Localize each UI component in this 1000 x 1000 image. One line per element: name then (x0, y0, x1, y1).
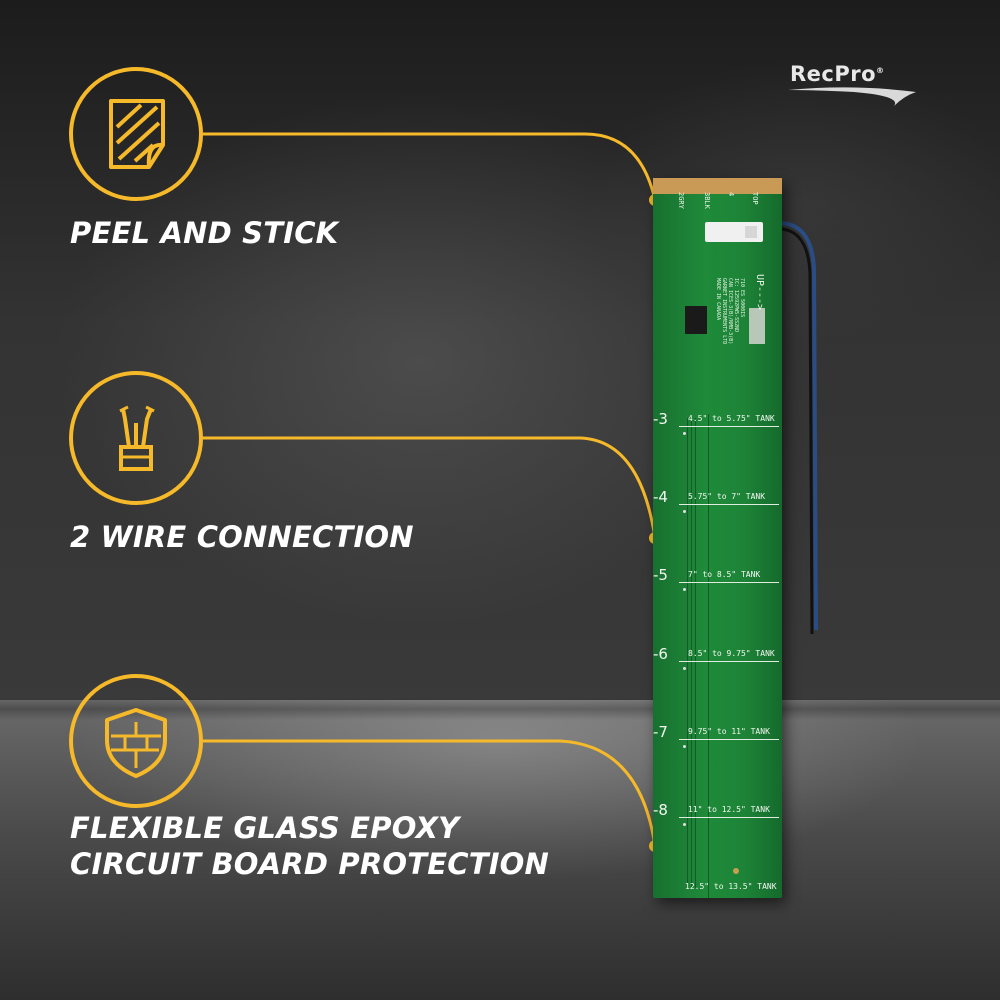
level-contact (683, 745, 686, 748)
level-number: -3 (653, 410, 668, 428)
level-rule (679, 817, 779, 818)
pin-label: 2GRY (677, 192, 685, 209)
connector-notch (745, 226, 757, 238)
board-print-info: 710 ES 5000IS IC: 12592PW5-SS2ND CAN ICE… (715, 278, 745, 364)
tank-level-7: -7 9.75" to 11" TANK (653, 723, 782, 748)
brand-name: RecPro® (790, 62, 885, 86)
up-direction-mark: UP---> (754, 274, 765, 311)
tank-level-5: -5 7" to 8.5" TANK (653, 566, 782, 591)
feature-label-peel: PEEL AND STICK (70, 216, 339, 250)
print-line: 710 ES 5000IS (739, 278, 745, 318)
peel-sticker-icon (109, 99, 165, 169)
microchip (685, 306, 707, 334)
epoxy-protection-badge (69, 674, 203, 808)
level-number: -4 (653, 488, 668, 506)
print-line: IC: 12592PW5-SS2ND (733, 278, 739, 333)
level-number: -6 (653, 645, 668, 663)
feature-label-epoxy-line2: CIRCUIT BOARD PROTECTION (70, 847, 550, 881)
brand-swoosh-icon (788, 87, 916, 106)
pcb-contact-pads (653, 178, 782, 194)
level-range: 8.5" to 9.75" TANK (688, 649, 775, 658)
level-number: -8 (653, 801, 668, 819)
registered-mark: ® (876, 66, 885, 75)
feature-label-wire: 2 WIRE CONNECTION (70, 520, 414, 554)
pcb-trace (695, 418, 696, 888)
mounting-hole (733, 868, 739, 874)
tank-level-4: -4 5.75" to 7" TANK (653, 488, 782, 513)
board-divider-line (708, 414, 709, 898)
pin-label: TOP (751, 192, 759, 205)
brand-name-text: RecPro (790, 62, 877, 86)
tank-level-3: -3 4.5" to 5.75" TANK (653, 410, 782, 435)
level-contact (683, 667, 686, 670)
level-contact (683, 823, 686, 826)
tank-level-top: 12.5" to 13.5" TANK (653, 882, 782, 902)
wire-bundle-icon (119, 405, 155, 471)
brand-logo: RecPro® (784, 62, 934, 114)
pcb-trace (687, 418, 688, 888)
tank-level-6: -6 8.5" to 9.75" TANK (653, 645, 782, 670)
level-range: 4.5" to 5.75" TANK (688, 414, 775, 423)
level-range: 11" to 12.5" TANK (688, 805, 770, 814)
tank-level-8: -8 11" to 12.5" TANK (653, 801, 782, 826)
wire-connector (705, 222, 763, 242)
pin-label: 3BLK (703, 192, 711, 209)
level-contact (683, 588, 686, 591)
pin-label: 4 (727, 192, 735, 197)
level-range: 5.75" to 7" TANK (688, 492, 766, 501)
pin-labels: 2GRY 3BLK 4 TOP (675, 192, 775, 218)
pcb-trace (691, 418, 692, 888)
level-range: 12.5" to 13.5" TANK (685, 882, 777, 891)
level-rule (679, 739, 779, 740)
shield-icon (105, 708, 167, 778)
level-rule (679, 661, 779, 662)
level-number: -7 (653, 723, 668, 741)
level-range: 9.75" to 11" TANK (688, 727, 770, 736)
feature-label-epoxy: FLEXIBLE GLASS EPOXY (70, 811, 460, 845)
level-rule (679, 582, 779, 583)
level-rule (679, 426, 779, 427)
level-range: 7" to 8.5" TANK (688, 570, 761, 579)
tank-sensor-board: 2GRY 3BLK 4 TOP 710 ES 5000IS IC: 12592P… (653, 178, 782, 898)
level-contact (683, 510, 686, 513)
peel-stick-badge (69, 67, 203, 201)
print-line: GARNET INSTRUMENTS LTD (721, 278, 727, 345)
level-contact (683, 432, 686, 435)
qc-sticker (749, 308, 765, 344)
level-number: -5 (653, 566, 668, 584)
print-line: MADE IN CANADA (715, 278, 721, 321)
level-rule (679, 504, 779, 505)
wire-connection-badge (69, 371, 203, 505)
print-line: CAN ICES-3(B)/NMB-3(B) (727, 278, 733, 345)
